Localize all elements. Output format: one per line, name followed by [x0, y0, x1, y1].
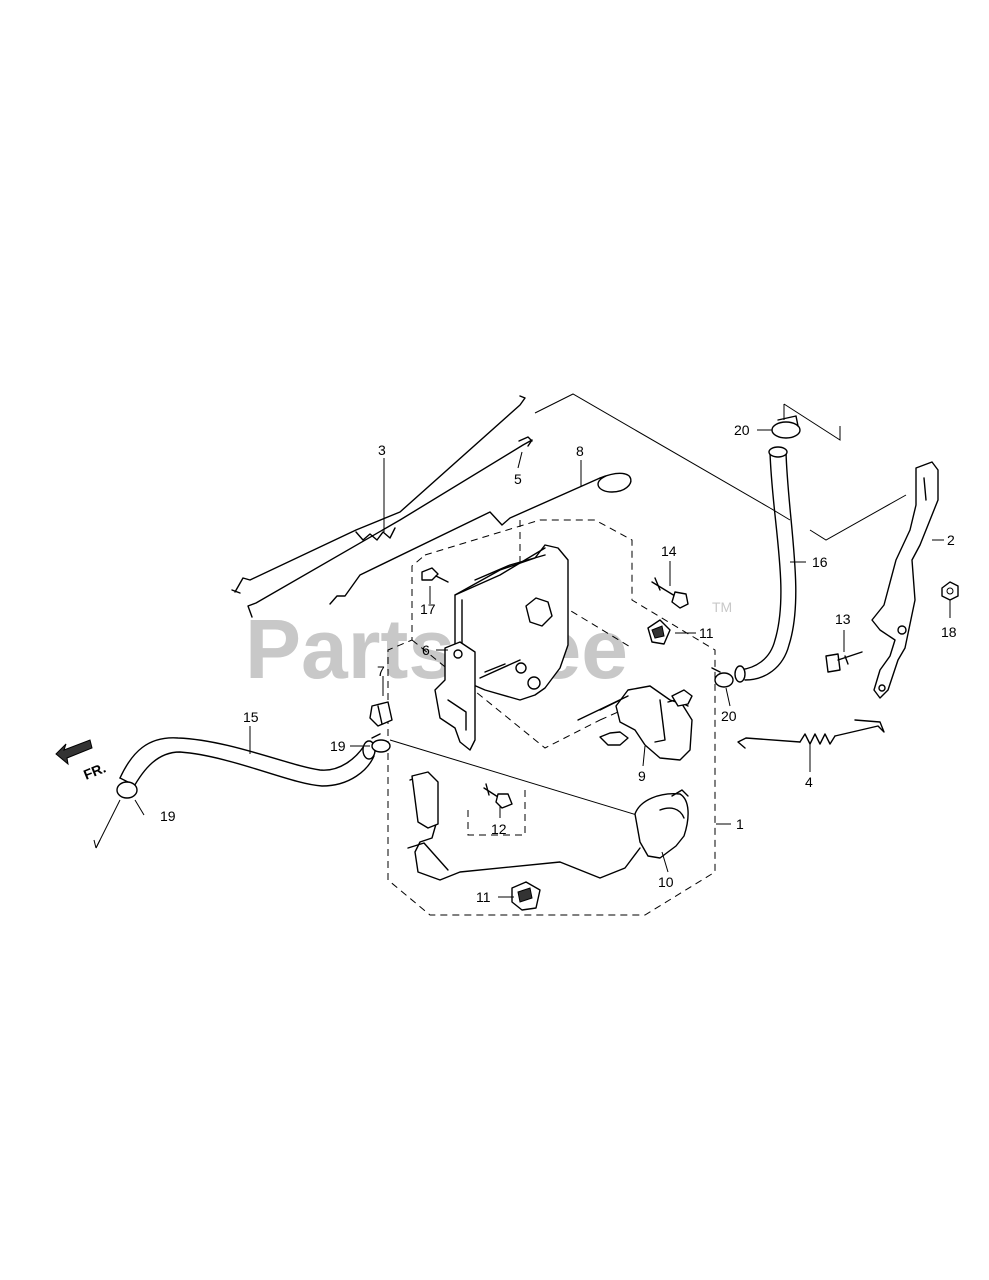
part-bolt-13 — [825, 651, 863, 673]
part-fuel-cap — [407, 771, 689, 881]
callout-5: 5 — [514, 471, 522, 487]
part-fuel-valve — [577, 685, 693, 761]
part-clamp-19-mid — [371, 733, 661, 823]
part-throttle-rod — [231, 395, 526, 594]
callout-numbers: 3 5 8 17 14 11 6 7 15 19 19 12 9 10 11 1… — [160, 422, 957, 905]
part-bolt-12 — [483, 783, 513, 809]
callout-14: 14 — [661, 543, 677, 559]
callout-15: 15 — [243, 709, 259, 725]
front-direction-label: FR. — [81, 759, 108, 782]
part-nut-18 — [941, 581, 959, 601]
callout-20-right: 20 — [721, 708, 737, 724]
part-control-rod — [247, 436, 533, 618]
callout-7: 7 — [377, 663, 385, 679]
part-tank-bracket — [434, 641, 476, 751]
callout-13: 13 — [835, 611, 851, 627]
part-fuel-hose-16 — [734, 446, 797, 683]
callout-1: 1 — [736, 816, 744, 832]
callout-19-left: 19 — [160, 808, 176, 824]
part-fuel-tank — [454, 544, 569, 701]
part-control-bracket — [871, 461, 939, 699]
part-grommet-7 — [369, 701, 393, 727]
callout-16: 16 — [812, 554, 828, 570]
watermark-tm: TM — [712, 599, 732, 615]
part-return-spring — [737, 719, 885, 749]
front-direction-indicator: FR. — [55, 739, 108, 783]
part-bolt-14 — [651, 577, 689, 609]
callout-3: 3 — [378, 442, 386, 458]
callout-18: 18 — [941, 624, 957, 640]
callout-6: 6 — [422, 642, 430, 658]
callout-19-mid: 19 — [330, 738, 346, 754]
part-clamp-19-left — [93, 777, 138, 849]
callout-8: 8 — [576, 443, 584, 459]
callout-10: 10 — [658, 874, 674, 890]
callout-17: 17 — [420, 601, 436, 617]
callout-9: 9 — [638, 768, 646, 784]
part-bolt-17 — [421, 567, 449, 583]
callout-20-top: 20 — [734, 422, 750, 438]
callout-12: 12 — [491, 821, 507, 837]
callout-11-lower: 11 — [476, 889, 491, 905]
part-clip-11-lower — [511, 881, 541, 911]
leader-lines — [134, 429, 951, 898]
watermark-text: PartsTree — [245, 602, 628, 696]
part-clamp-20-right — [711, 667, 734, 688]
part-choke-rod — [329, 472, 632, 605]
callout-11-upper: 11 — [699, 625, 714, 641]
part-clip-11-upper — [647, 619, 671, 645]
part-clamp-20-top — [771, 403, 841, 441]
assembly-outline-upper — [534, 393, 907, 541]
callout-2: 2 — [947, 532, 955, 548]
callout-4: 4 — [805, 774, 813, 790]
